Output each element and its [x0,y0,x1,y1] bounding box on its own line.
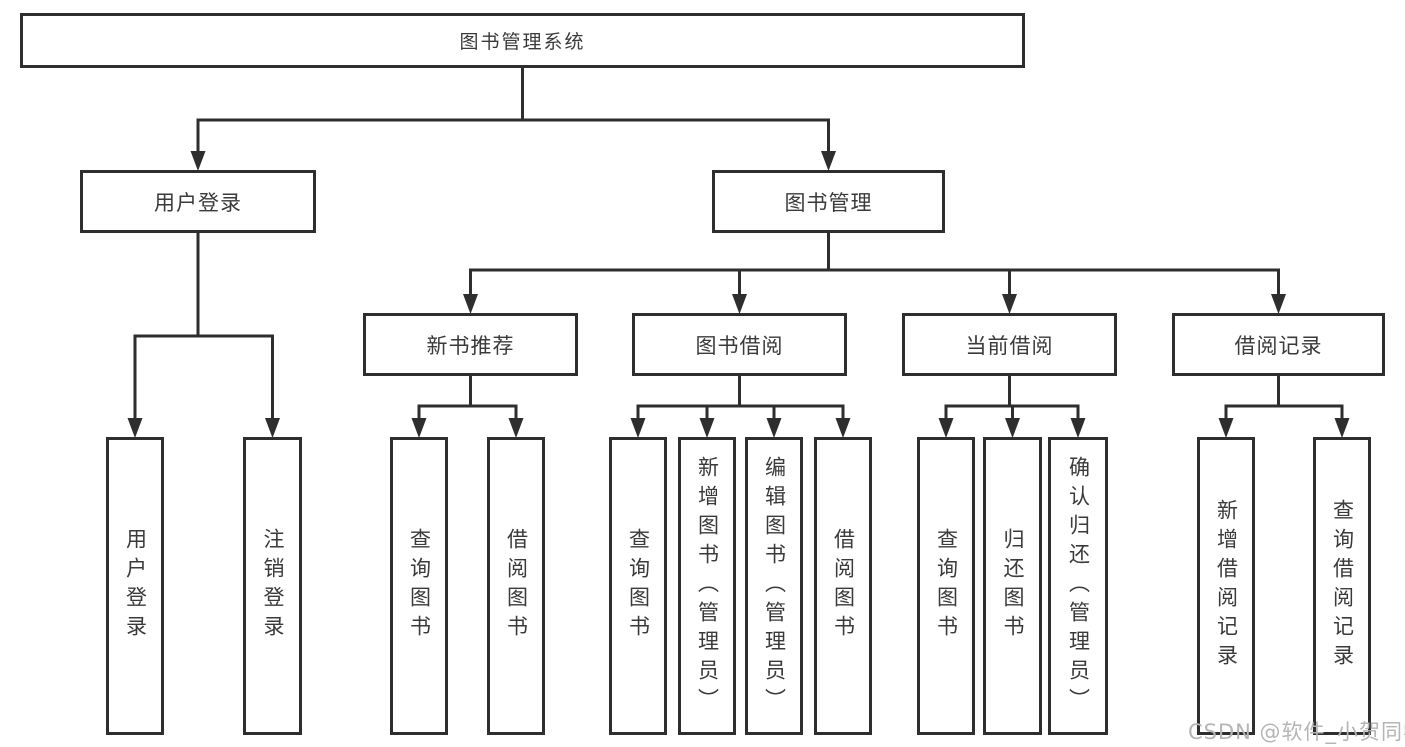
node-add-borrow-record: 新增借阅记录 [1197,437,1255,735]
node-label: 图书借阅 [695,333,784,358]
node-new-book-rec: 新书推荐 [363,313,578,376]
node-user-login-leaf: 用户登录 [106,437,164,735]
node-borrow-book-2: 借阅图书 [814,437,872,735]
node-label: 注销登录 [261,528,285,644]
node-book-borrow: 图书借阅 [632,313,847,376]
arrowhead-icon [1271,294,1286,314]
node-query-book-2: 查询图书 [609,437,667,735]
node-label: 借阅记录 [1234,333,1323,358]
node-add-book: 新增图书（管理员） [678,437,736,735]
node-label: 借阅图书 [504,528,529,644]
node-label: 查询图书 [626,528,651,644]
node-label: 图书管理系统 [459,31,586,53]
node-label: 用户登录 [154,190,242,215]
arrowhead-icon [508,418,524,438]
node-query-borrow-record: 查询借阅记录 [1313,437,1371,735]
arrowhead-icon [463,294,478,314]
arrowhead-icon [938,418,954,438]
arrowhead-icon [1002,294,1017,314]
arrowhead-icon [127,418,143,438]
watermark-text: CSDN @软件_小贺同学 [1188,720,1405,744]
node-label: 归还图书 [1001,528,1025,644]
arrowhead-icon [411,418,427,438]
arrowhead-icon [699,418,715,438]
node-label: 确认归还（管理员） [1066,455,1091,717]
node-label: 新增图书（管理员） [695,455,720,717]
node-label: 查询图书 [407,528,432,644]
node-logout-leaf: 注销登录 [243,437,302,735]
node-query-book-1: 查询图书 [390,437,448,735]
node-label: 当前借阅 [965,333,1054,358]
node-label: 查询图书 [934,528,959,644]
node-label: 编辑图书（管理员） [762,455,787,717]
node-label: 新书推荐 [426,333,515,358]
arrowhead-icon [732,294,747,314]
arrowhead-icon [835,418,851,438]
node-edit-book: 编辑图书（管理员） [745,437,803,735]
arrowhead-icon [190,151,206,171]
arrowhead-icon [630,418,646,438]
node-user-login: 用户登录 [80,170,316,233]
arrowhead-icon [265,418,280,438]
arrowhead-icon [821,151,836,171]
arrowhead-icon [1005,418,1020,438]
node-book-mgmt: 图书管理 [712,170,945,233]
node-label: 借阅图书 [831,528,856,644]
node-confirm-return: 确认归还（管理员） [1048,437,1108,735]
arrowhead-icon [1218,418,1234,438]
node-borrow-records: 借阅记录 [1172,313,1385,376]
arrowhead-icon [1070,418,1086,438]
node-return-book: 归还图书 [983,437,1042,735]
node-root: 图书管理系统 [20,13,1025,68]
node-label: 新增借阅记录 [1214,499,1239,673]
node-current-borrow: 当前借阅 [902,313,1117,376]
node-label: 查询借阅记录 [1330,499,1355,673]
node-label: 图书管理 [784,190,873,215]
arrowhead-icon [1334,418,1350,438]
node-borrow-book-1: 借阅图书 [487,437,545,735]
node-label: 用户登录 [123,528,148,644]
node-query-book-3: 查询图书 [917,437,975,735]
arrowhead-icon [766,418,782,438]
